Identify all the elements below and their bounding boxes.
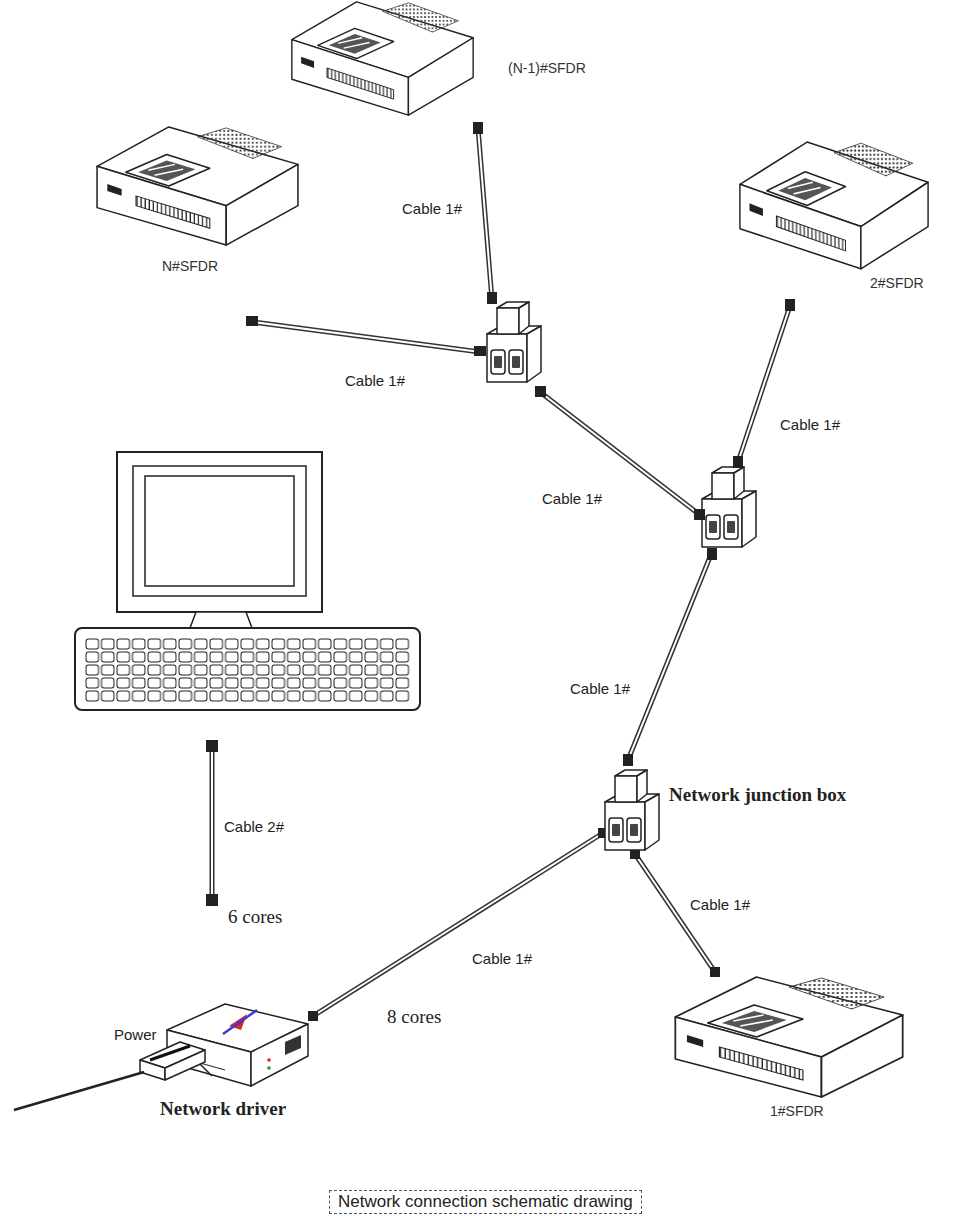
device-label: Network junction box bbox=[669, 784, 846, 806]
sfdr-device: 1#SFDR bbox=[670, 972, 908, 1127]
device-label: 2#SFDR bbox=[870, 275, 924, 291]
device-label: Network driver bbox=[160, 1098, 286, 1120]
cable-inner bbox=[313, 833, 603, 1016]
cable-outer bbox=[313, 833, 603, 1016]
cable-inner bbox=[635, 854, 715, 972]
cable-plug bbox=[710, 967, 720, 977]
cable-connector bbox=[630, 849, 720, 977]
cable-label: 6 cores bbox=[226, 906, 284, 928]
cable-outer bbox=[635, 854, 715, 972]
sfdr-device: N#SFDR bbox=[92, 122, 304, 282]
junction-box-symbol bbox=[603, 768, 663, 853]
cable-label: Power bbox=[112, 1026, 159, 1043]
cable-label: Cable 1# bbox=[778, 416, 842, 433]
cable-connector bbox=[308, 828, 608, 1021]
cable-label: Cable 1# bbox=[470, 950, 534, 967]
junction-box-shape bbox=[605, 770, 659, 850]
junction-box: Network junction box bbox=[603, 768, 865, 854]
cable-label: 8 cores bbox=[385, 1006, 443, 1028]
device-label: N#SFDR bbox=[162, 258, 218, 274]
device-label: 1#SFDR bbox=[770, 1103, 824, 1119]
sfdr-device: (N-1)#SFDR bbox=[285, 2, 595, 122]
caption: Network connection schematic drawing bbox=[329, 1190, 642, 1214]
cable-label: Cable 1# bbox=[688, 896, 752, 913]
cable-label: Cable 1# bbox=[343, 372, 407, 389]
device-label: (N-1)#SFDR bbox=[508, 60, 586, 76]
cable-label: Cable 1# bbox=[400, 200, 464, 217]
sfdr-device: 2#SFDR bbox=[735, 137, 940, 299]
cable-label: Cable 1# bbox=[568, 680, 632, 697]
cable-label: Cable 1# bbox=[540, 490, 604, 507]
cable-label: Cable 2# bbox=[222, 818, 286, 835]
cable-plug bbox=[308, 1011, 318, 1021]
network-driver: Network driver bbox=[158, 998, 313, 1128]
